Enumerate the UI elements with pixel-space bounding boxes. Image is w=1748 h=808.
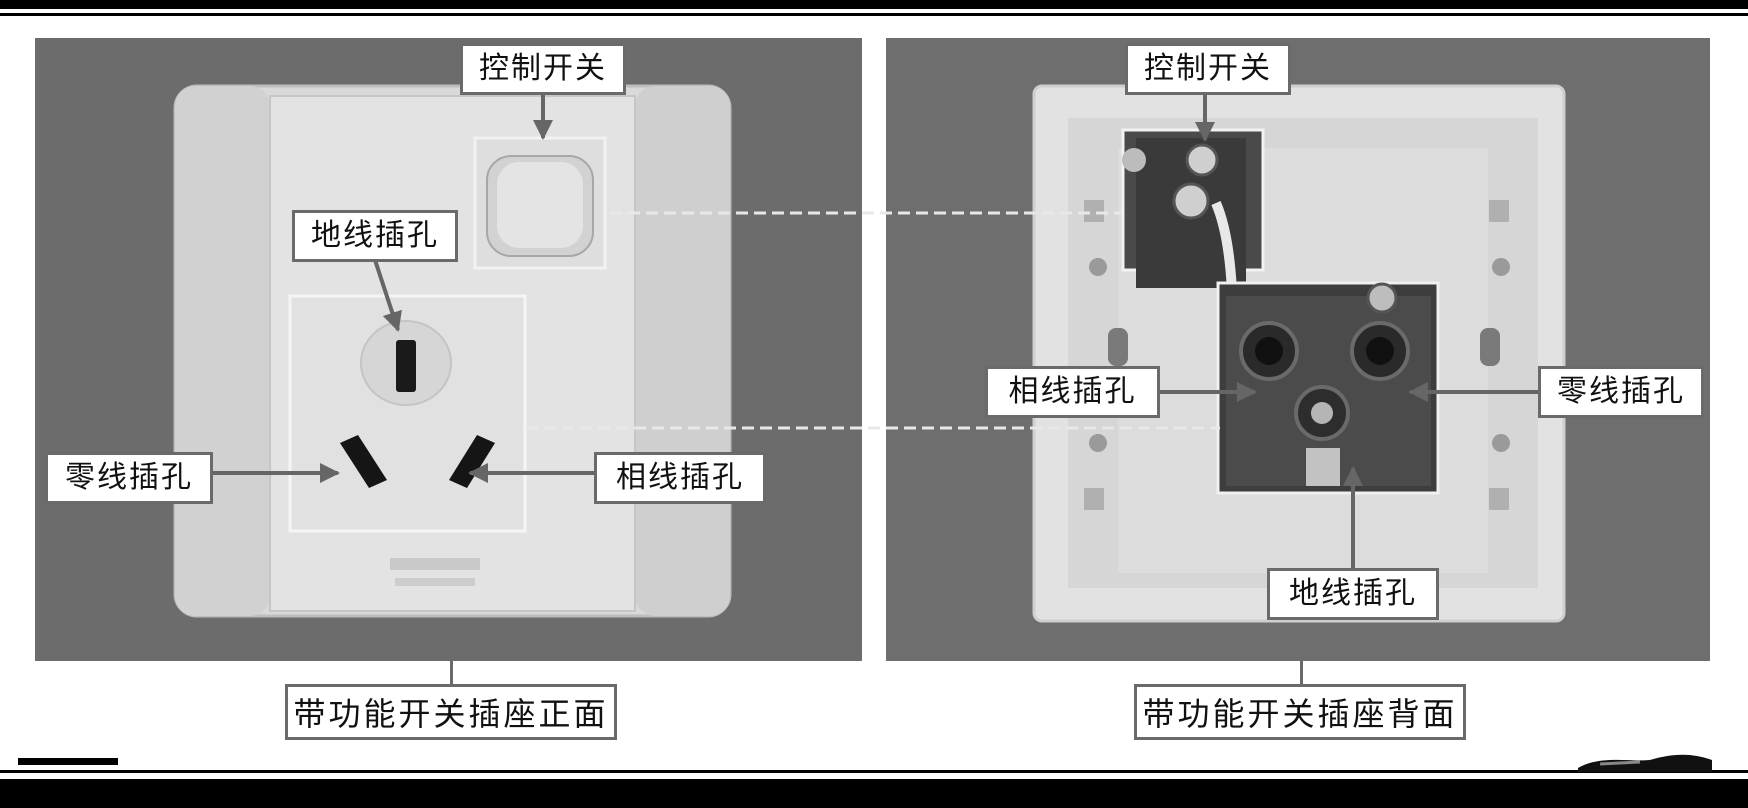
bottom-rule-thick: [0, 779, 1748, 808]
back-label-control-switch: 控制开关: [1125, 43, 1291, 95]
socket-back-photo: [886, 38, 1710, 661]
front-label-ground-hole: 地线插孔: [292, 210, 458, 262]
socket-front-drawing: [35, 38, 862, 661]
page-tab-mark: [1548, 780, 1688, 808]
back-label-ground-hole: 地线插孔: [1267, 568, 1439, 620]
bottom-rule-thin: [0, 770, 1748, 773]
front-caption: 带功能开关插座正面: [285, 684, 617, 740]
bottom-left-stub: [18, 758, 118, 765]
front-label-neutral-hole: 零线插孔: [45, 452, 213, 504]
back-label-neutral-hole: 零线插孔: [1538, 366, 1704, 418]
socket-back-drawing: [886, 38, 1710, 661]
front-label-control-switch: 控制开关: [460, 43, 626, 95]
front-caption-stem: [450, 661, 453, 685]
top-rule-thin: [0, 13, 1748, 16]
back-caption: 带功能开关插座背面: [1134, 684, 1466, 740]
socket-front-photo: [35, 38, 862, 661]
back-caption-stem: [1300, 661, 1303, 685]
back-label-phase-hole: 相线插孔: [985, 366, 1160, 418]
front-label-phase-hole: 相线插孔: [594, 452, 766, 504]
top-rule-thick: [0, 0, 1748, 9]
